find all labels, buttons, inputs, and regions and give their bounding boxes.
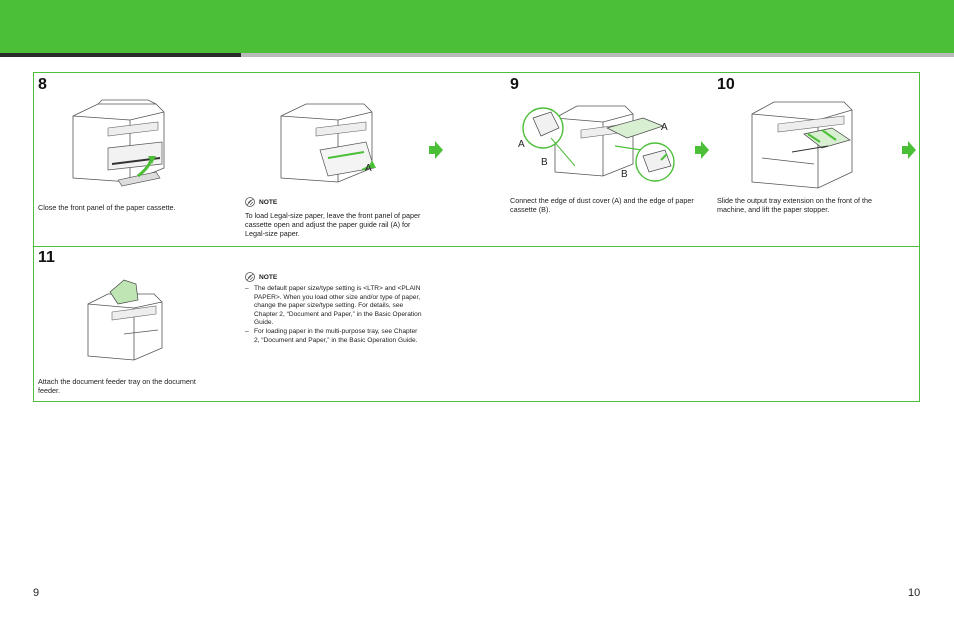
printer-illustration-step-9 — [522, 105, 675, 182]
step-8-number: 8 — [38, 76, 47, 93]
right-arrow-icon — [429, 141, 443, 159]
header-rule-light — [241, 53, 954, 57]
svg-text:A: A — [365, 163, 372, 174]
step-9-label-b-right: B — [621, 169, 628, 180]
svg-text:B: B — [621, 169, 628, 180]
printer-illustration-step-8-note — [280, 103, 376, 183]
row-divider — [33, 246, 920, 247]
header-rule-dark — [0, 53, 241, 57]
svg-text:A: A — [661, 122, 668, 133]
printer-illustration-step-11 — [87, 279, 163, 361]
printer-illustration-step-10 — [751, 101, 853, 189]
step-8-note-label: A — [365, 163, 372, 174]
right-arrow-icon — [902, 141, 916, 159]
step-9-label-a-right: A — [661, 122, 668, 133]
step-8-note-heading: NOTE — [245, 197, 277, 207]
step-11-note-list: The default paper size/type setting is <… — [245, 285, 423, 345]
note-icon — [245, 272, 255, 282]
step-9-caption: Connect the edge of dust cover (A) and t… — [510, 196, 694, 214]
step-9-number: 9 — [510, 76, 519, 93]
step-10-number: 10 — [717, 76, 735, 93]
steps-panel — [33, 72, 920, 402]
list-item: For loading paper in the multi-purpose t… — [245, 328, 423, 345]
step-9-label-a-left: A — [518, 139, 525, 150]
step-8-note-heading-text: NOTE — [259, 198, 278, 206]
step-8-caption: Close the front panel of the paper casse… — [38, 203, 176, 212]
step-11-note-heading: NOTE — [245, 272, 277, 282]
right-arrow-icon — [695, 141, 709, 159]
step-9-label-b-left: B — [541, 157, 548, 168]
page-number-right: 10 — [908, 587, 921, 599]
note-icon — [245, 197, 255, 207]
page-number-left: 9 — [33, 587, 40, 599]
step-10-caption: Slide the output tray extension on the f… — [717, 196, 873, 214]
step-11-note-heading-text: NOTE — [259, 273, 278, 281]
list-item: The default paper size/type setting is <… — [245, 285, 423, 328]
step-11-caption: Attach the document feeder tray on the d… — [38, 377, 196, 395]
printer-illustration-step-8 — [72, 99, 165, 187]
step-8-note-text: To load Legal-size paper, leave the fron… — [245, 211, 421, 238]
header-band — [0, 0, 954, 53]
svg-text:A: A — [518, 139, 525, 150]
step-11-number: 11 — [38, 249, 55, 266]
svg-text:B: B — [541, 157, 548, 168]
